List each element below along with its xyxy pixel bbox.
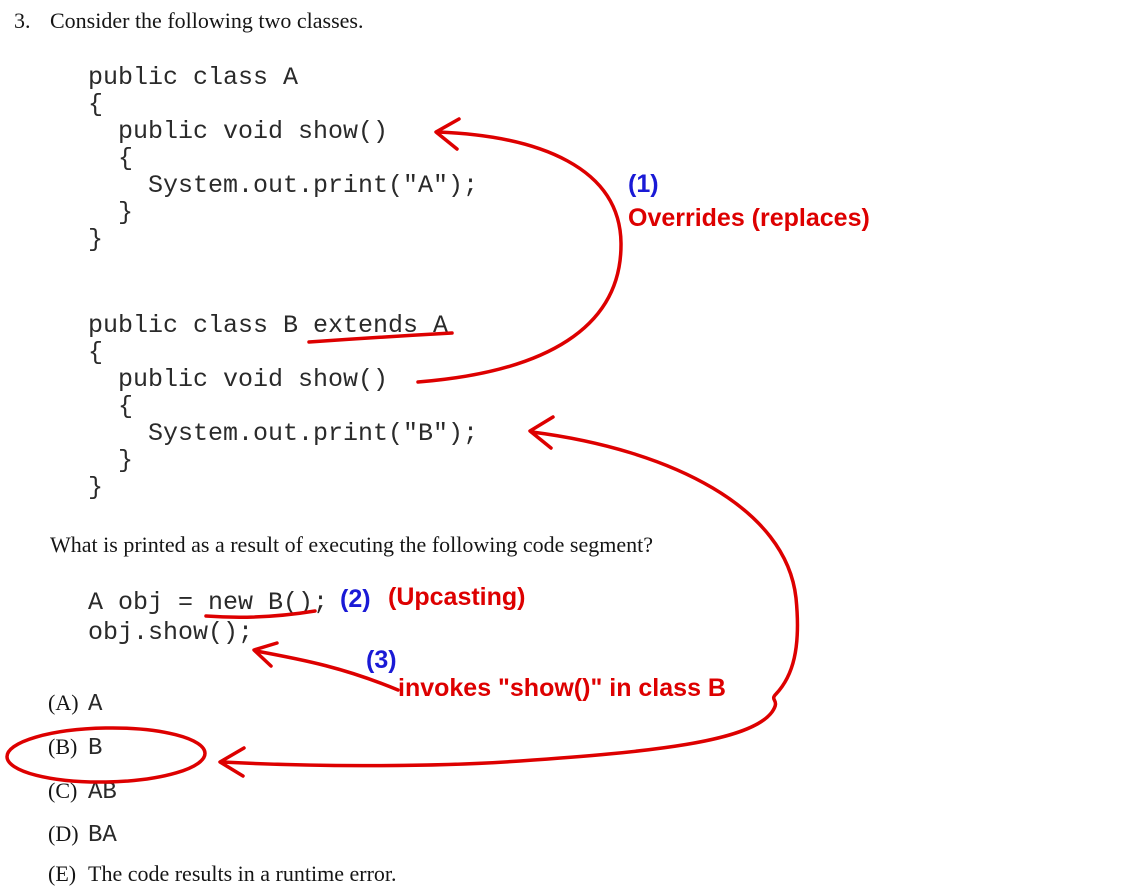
code-line: } bbox=[88, 446, 134, 475]
choice-d: (D) BA bbox=[48, 821, 117, 849]
class-b-code: public class B extends A { public void s… bbox=[88, 312, 478, 501]
annotation-2-text: (Upcasting) bbox=[388, 583, 526, 611]
code-line: System.out.print("B"); bbox=[88, 419, 479, 448]
code-line: { bbox=[88, 338, 104, 367]
choice-text: The code results in a runtime error. bbox=[88, 861, 397, 886]
choice-b: (B) B bbox=[48, 734, 102, 762]
choice-label: (D) bbox=[48, 821, 79, 846]
choice-label: (E) bbox=[48, 861, 77, 886]
code-segment: A obj = new B(); obj.show(); bbox=[88, 588, 328, 648]
annotation-1-number: (1) bbox=[628, 170, 659, 198]
annotation-2-number: (2) bbox=[340, 585, 371, 613]
code-line: } bbox=[88, 198, 134, 227]
question-intro: Consider the following two classes. bbox=[50, 8, 364, 33]
code-line: { bbox=[88, 392, 134, 421]
code-line: public void show() bbox=[88, 365, 389, 394]
code-line: { bbox=[88, 144, 134, 173]
answer-b-circle bbox=[5, 726, 207, 784]
choice-text: BA bbox=[88, 822, 117, 849]
question-prompt: What is printed as a result of executing… bbox=[50, 532, 653, 557]
code-line: } bbox=[88, 225, 104, 254]
choice-label: (C) bbox=[48, 778, 78, 803]
annotation-3-number: (3) bbox=[366, 646, 397, 674]
choice-text: B bbox=[88, 735, 103, 762]
question-number: 3. bbox=[14, 8, 31, 33]
choice-a: (A) A bbox=[48, 690, 102, 718]
code-line: { bbox=[88, 90, 104, 119]
choice-label: (B) bbox=[48, 734, 78, 759]
choice-c: (C) AB bbox=[48, 778, 117, 806]
code-line: A obj = new B(); bbox=[88, 588, 329, 617]
code-line: } bbox=[88, 473, 104, 502]
choice-e: (E) The code results in a runtime error. bbox=[48, 861, 397, 887]
code-line: public class B extends A bbox=[88, 311, 449, 340]
code-line: public void show() bbox=[88, 117, 389, 146]
code-line: System.out.print("A"); bbox=[88, 171, 479, 200]
annotation-3-text: invokes "show()" in class B bbox=[398, 674, 726, 702]
code-line: obj.show(); bbox=[88, 618, 254, 647]
annotation-1-text: Overrides (replaces) bbox=[628, 204, 870, 232]
class-a-code: public class A { public void show() { Sy… bbox=[88, 64, 478, 253]
choice-text: A bbox=[88, 691, 103, 718]
choice-text: AB bbox=[88, 779, 117, 806]
code-line: public class A bbox=[88, 63, 299, 92]
choice-label: (A) bbox=[48, 690, 79, 715]
